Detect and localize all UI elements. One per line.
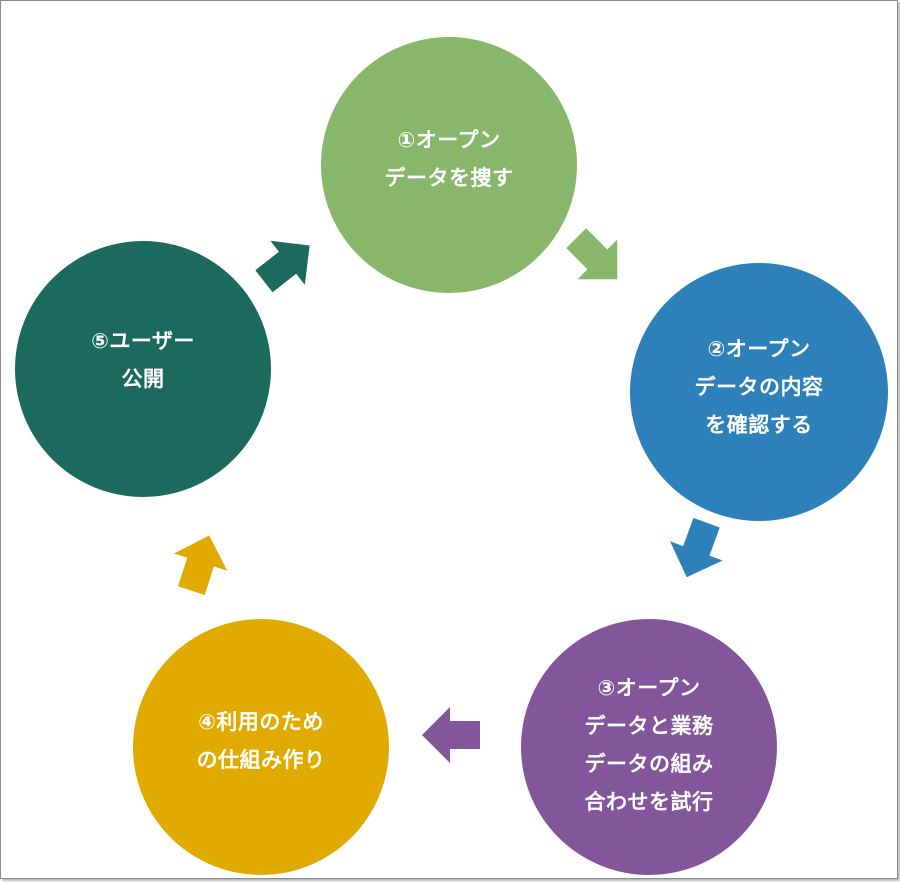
- step-1-label-line-2: データを捜す: [384, 166, 514, 190]
- step-3-circle: ③オープン データと業務 データの組み 合わせを試行: [521, 619, 777, 875]
- arrow-step5-to-step1: [255, 240, 310, 293]
- step-4-circle: ④利用のため の仕組み作り: [133, 619, 389, 875]
- step-4-label-line-2: の仕組み作り: [196, 748, 326, 772]
- step-5-label-line-1: ⑤ユーザー: [91, 329, 195, 353]
- step-2-label-line-1: ②オープン: [707, 337, 811, 361]
- step-3-label-line-1: ③オープン: [597, 676, 701, 700]
- step-1-label-line-1: ①オープン: [397, 128, 501, 152]
- step-5-circle: ⑤ユーザー 公開: [15, 241, 271, 497]
- arrow-step1-to-step2: [566, 228, 618, 280]
- arrow-step2-to-step3: [670, 517, 723, 578]
- step-3-label-line-4: 合わせを試行: [584, 790, 714, 814]
- arrow-step4-to-step5: [173, 535, 228, 595]
- step-5-label-line-2: 公開: [121, 367, 165, 391]
- step-2-circle: ②オープン データの内容 を確認する: [630, 263, 888, 521]
- step-1-circle: ①オープン データを捜す: [321, 37, 577, 293]
- step-2-label-line-3: を確認する: [705, 413, 813, 437]
- arrow-step3-to-step4: [422, 707, 480, 763]
- step-2-label-line-2: データの内容: [694, 375, 824, 399]
- step-4-label-line-1: ④利用のため: [198, 710, 324, 734]
- step-3-label-line-2: データと業務: [584, 714, 714, 738]
- step-3-label-line-3: データの組み: [584, 752, 714, 776]
